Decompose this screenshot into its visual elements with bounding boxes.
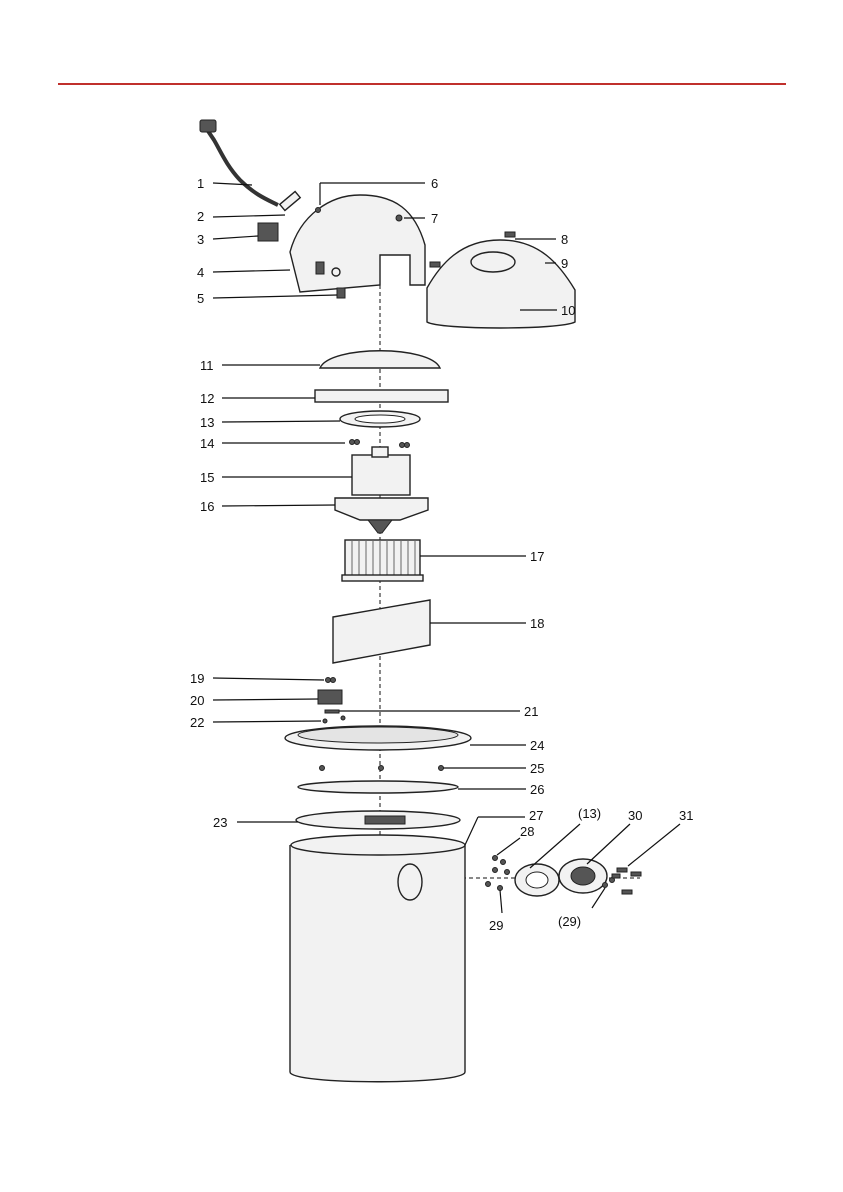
inlet-port-part	[559, 859, 607, 893]
gasket-part	[340, 411, 420, 427]
side-gasket-part	[515, 864, 559, 896]
callout-1: 1	[197, 176, 204, 191]
seal-ring-part	[298, 781, 458, 793]
callout-25: 25	[530, 761, 544, 776]
callout-28: 28	[520, 824, 534, 839]
callout-15: 15	[200, 470, 214, 485]
cartridge-filter-part	[342, 540, 423, 581]
callout-23: 23	[213, 815, 227, 830]
callout-20: 20	[190, 693, 204, 708]
callout-9: 9	[561, 256, 568, 271]
switch-part	[258, 223, 278, 241]
callout-26: 26	[530, 782, 544, 797]
callout-31: 31	[679, 808, 693, 823]
clamp-ring-part	[296, 811, 460, 829]
callout-11: 11	[200, 358, 214, 373]
callout-13-side: (13)	[578, 806, 601, 821]
pin-21-part	[325, 710, 339, 713]
callout-29-side: (29)	[558, 914, 581, 929]
callout-22: 22	[190, 715, 204, 730]
callout-21: 21	[524, 704, 538, 719]
drum-part	[290, 835, 465, 1082]
bracket-20-part	[318, 690, 342, 704]
screw-extra-part	[430, 262, 440, 267]
callout-29: 29	[489, 918, 503, 933]
callout-24: 24	[530, 738, 544, 753]
callout-6: 6	[431, 176, 438, 191]
callout-13: 13	[200, 415, 214, 430]
callout-14: 14	[200, 436, 214, 451]
callout-30: 30	[628, 808, 642, 823]
callout-17: 17	[530, 549, 544, 564]
foam-ring-part	[315, 390, 448, 402]
lid-part	[285, 726, 471, 750]
callout-12: 12	[200, 391, 214, 406]
callout-7: 7	[431, 211, 438, 226]
clip-part	[337, 288, 345, 298]
callout-8: 8	[561, 232, 568, 247]
callout-2: 2	[197, 209, 204, 224]
screw-6-part	[316, 208, 321, 213]
callout-18: 18	[530, 616, 544, 631]
callout-27: 27	[529, 808, 543, 823]
screw-8-part	[505, 232, 515, 237]
callout-19: 19	[190, 671, 204, 686]
callout-5: 5	[197, 291, 204, 306]
screw-7-part	[396, 215, 402, 221]
callout-10: 10	[561, 303, 575, 318]
callout-16: 16	[200, 499, 214, 514]
callout-3: 3	[197, 232, 204, 247]
callout-4: 4	[197, 265, 204, 280]
